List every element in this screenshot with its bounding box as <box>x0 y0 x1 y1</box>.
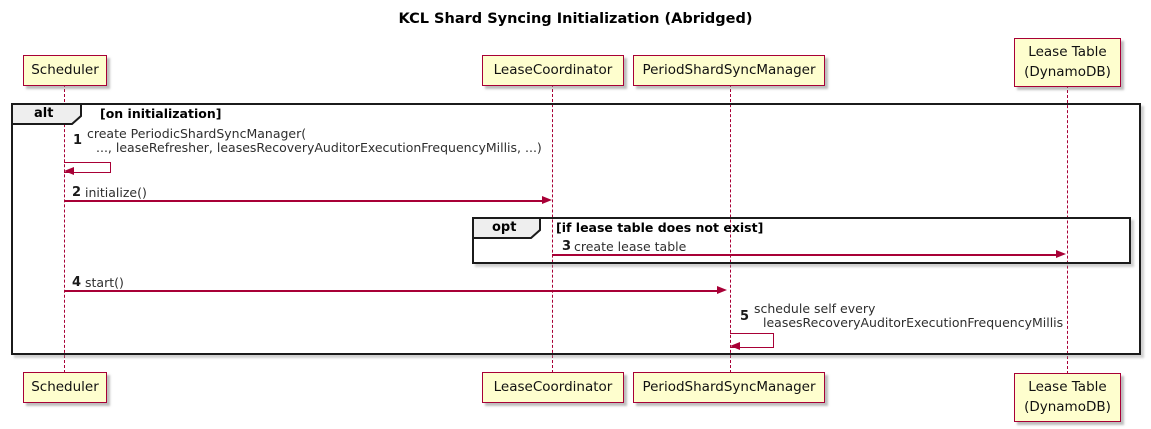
participant-lease-coordinator-bottom: LeaseCoordinator <box>482 372 624 403</box>
message-1-line1: create PeriodicShardSyncManager( <box>87 126 307 141</box>
message-4-arrow-line <box>64 290 717 292</box>
message-5-number: 5 <box>740 309 750 324</box>
message-5-line2: leasesRecoveryAuditorExecutionFrequencyM… <box>763 315 1064 330</box>
alt-frame-tab: alt <box>11 103 83 125</box>
participant-lease-coordinator-label: LeaseCoordinator <box>493 378 613 395</box>
opt-frame-tab: opt <box>472 217 542 239</box>
message-5-text: schedule self every leasesRecoveryAudito… <box>754 302 1063 330</box>
message-1-line2: ..., leaseRefresher, leasesRecoveryAudit… <box>96 140 542 155</box>
participant-lease-coordinator-label: LeaseCoordinator <box>493 61 613 78</box>
message-4-line1: start() <box>85 275 124 290</box>
participant-period-shard-sync-manager-label: PeriodShardSyncManager <box>642 61 816 78</box>
alt-frame-tab-shape <box>11 103 82 125</box>
participant-lease-table-label-line2: (DynamoDB) <box>1024 398 1111 415</box>
message-4-arrowhead-icon <box>717 286 727 294</box>
participant-lease-table-bottom: Lease Table (DynamoDB) <box>1014 373 1121 422</box>
participant-lease-coordinator-top: LeaseCoordinator <box>482 55 624 86</box>
message-1-self-arrow <box>64 162 111 173</box>
message-1-text: create PeriodicShardSyncManager( ..., le… <box>87 127 542 155</box>
message-3-text: create lease table <box>574 240 686 254</box>
alt-frame-guard: [on initialization] <box>100 106 222 121</box>
opt-frame <box>472 217 1131 264</box>
lifeline-lease-table <box>1067 85 1068 374</box>
message-3-arrowhead-icon <box>1056 250 1066 258</box>
participant-period-shard-sync-manager-label: PeriodShardSyncManager <box>642 378 816 395</box>
alt-frame <box>11 103 1141 355</box>
message-3-number: 3 <box>562 239 572 254</box>
message-2-arrow-line <box>64 200 543 202</box>
message-2-line1: initialize() <box>85 185 147 200</box>
participant-scheduler-top: Scheduler <box>23 55 107 86</box>
message-5-self-arrow <box>730 333 774 348</box>
message-3-line1: create lease table <box>574 239 687 254</box>
participant-lease-table-top: Lease Table (DynamoDB) <box>1014 38 1121 87</box>
message-5-line1: schedule self every <box>754 301 876 316</box>
lifeline-scheduler <box>64 84 65 373</box>
message-2-number: 2 <box>72 185 82 200</box>
lifeline-period-shard-sync-manager <box>730 84 731 373</box>
participant-scheduler-bottom: Scheduler <box>23 372 107 403</box>
opt-frame-tab-shape <box>472 217 541 239</box>
message-1-number: 1 <box>73 133 83 148</box>
participant-lease-table-label-line2: (DynamoDB) <box>1024 63 1111 80</box>
participant-lease-table-label-line1: Lease Table <box>1028 378 1107 395</box>
participant-period-shard-sync-manager-bottom: PeriodShardSyncManager <box>633 372 825 403</box>
message-2-arrowhead-icon <box>542 196 552 204</box>
message-4-number: 4 <box>72 275 82 290</box>
diagram-title: KCL Shard Syncing Initialization (Abridg… <box>398 11 753 27</box>
participant-scheduler-label: Scheduler <box>31 61 99 78</box>
participant-scheduler-label: Scheduler <box>31 378 99 395</box>
lifeline-lease-coordinator <box>552 84 553 373</box>
alt-frame-label: alt <box>34 106 54 121</box>
participant-period-shard-sync-manager-top: PeriodShardSyncManager <box>633 55 825 86</box>
participant-lease-table-label-line1: Lease Table <box>1028 43 1107 60</box>
message-3-arrow-line <box>552 254 1057 256</box>
message-2-text: initialize() <box>85 186 147 200</box>
message-5-arrowhead-icon <box>730 342 740 350</box>
opt-frame-label: opt <box>492 220 517 235</box>
message-4-text: start() <box>85 276 124 290</box>
opt-frame-guard: [if lease table does not exist] <box>556 220 764 235</box>
message-1-arrowhead-icon <box>64 167 74 175</box>
